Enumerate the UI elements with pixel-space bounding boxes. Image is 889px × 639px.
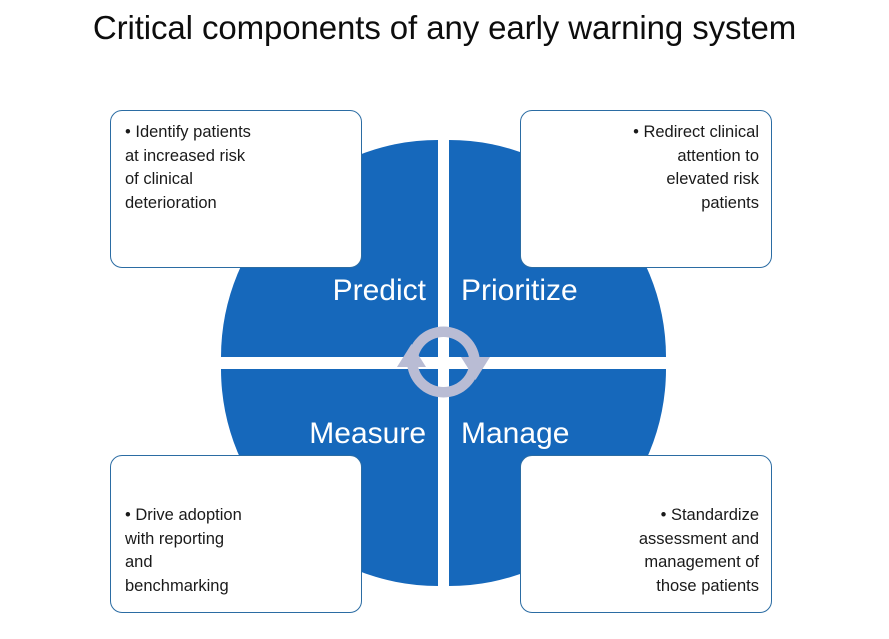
- callout-prioritize-text: • Redirect clinical attention to elevate…: [633, 123, 759, 212]
- callout-manage[interactable]: • Standardize assessment and management …: [520, 455, 772, 613]
- callout-measure[interactable]: • Drive adoption with reporting and benc…: [110, 455, 362, 613]
- quadrant-label-predict: Predict: [332, 274, 426, 307]
- callout-prioritize[interactable]: • Redirect clinical attention to elevate…: [520, 110, 772, 268]
- quadrant-label-prioritize: Prioritize: [461, 274, 578, 307]
- callout-predict[interactable]: • Identify patients at increased risk of…: [110, 110, 362, 268]
- quadrant-label-manage: Manage: [461, 417, 570, 450]
- callout-measure-text: • Drive adoption with reporting and benc…: [125, 506, 242, 595]
- callout-manage-text: • Standardize assessment and management …: [638, 506, 759, 595]
- quadrant-label-measure: Measure: [309, 417, 426, 450]
- callout-predict-text: • Identify patients at increased risk of…: [125, 123, 251, 212]
- page-title: Critical components of any early warning…: [92, 9, 797, 46]
